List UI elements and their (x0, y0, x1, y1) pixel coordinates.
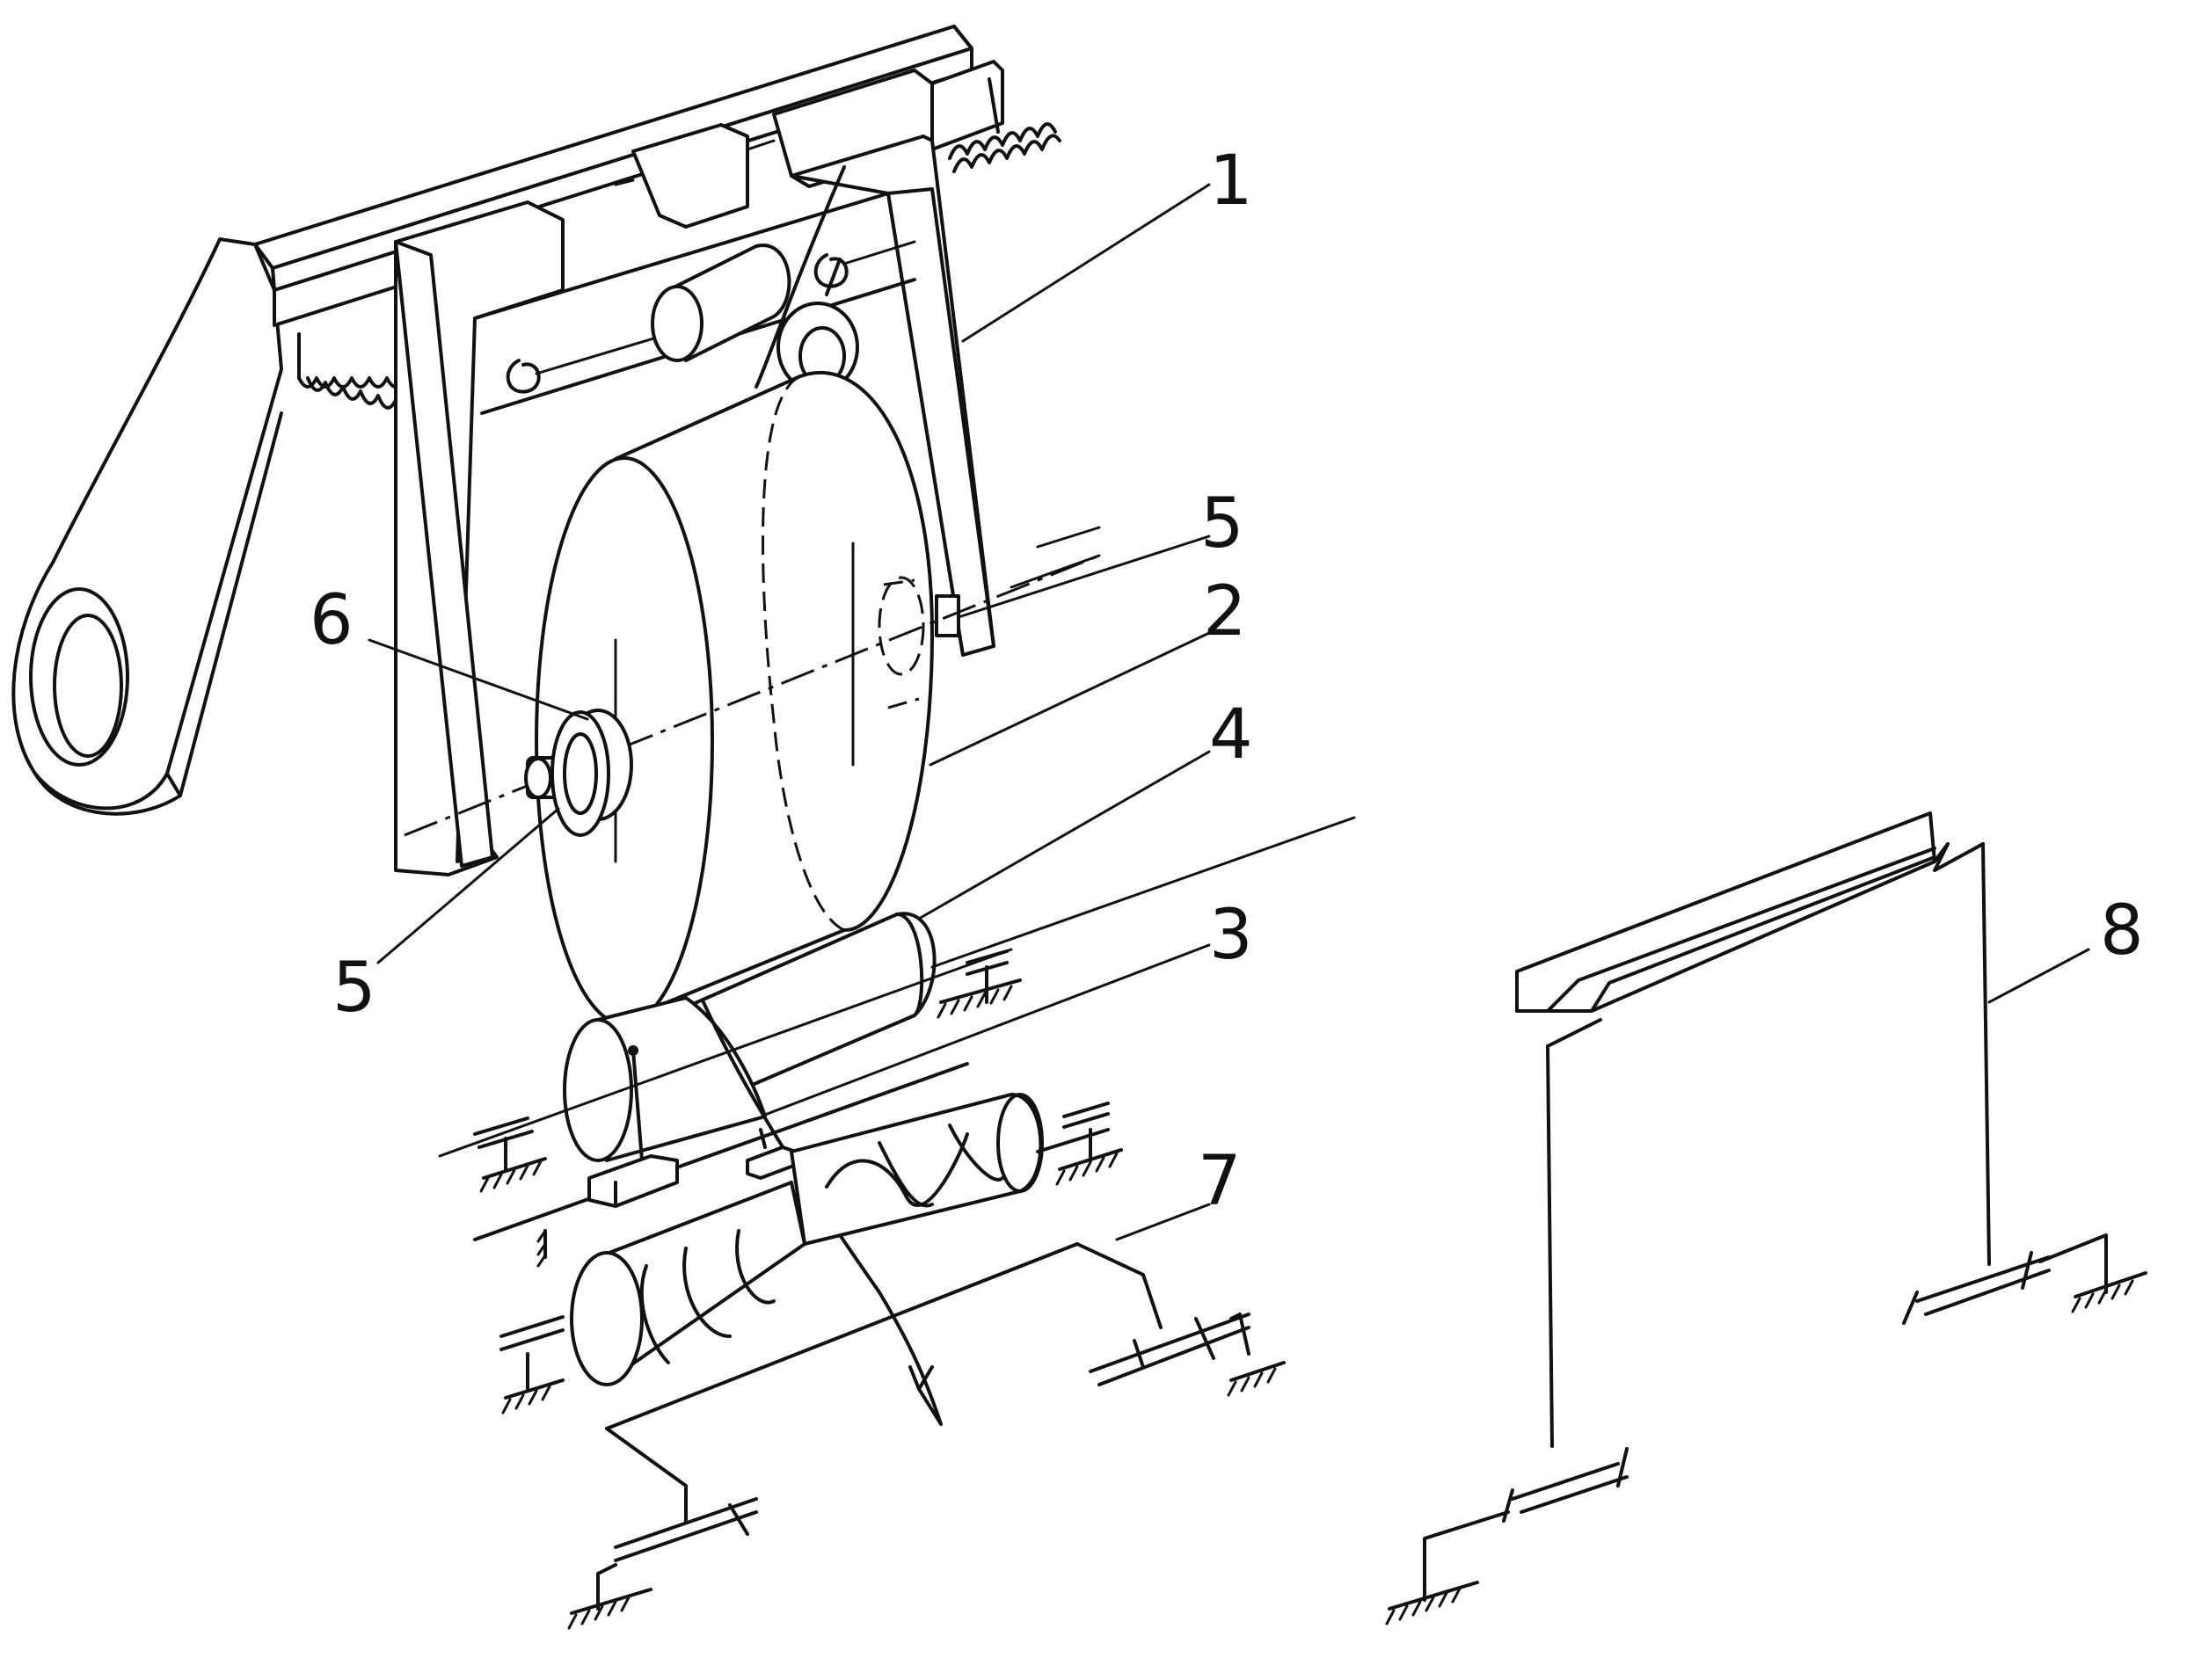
ref-8: 8 (2100, 891, 2144, 971)
ref-4: 4 (1209, 695, 1253, 775)
swing-arm (13, 239, 281, 814)
ref-2: 2 (1203, 572, 1247, 651)
ref-3: 3 (1209, 896, 1253, 975)
ref-7: 7 (1198, 1142, 1242, 1221)
ref-6: 6 (310, 581, 354, 660)
spiral-roll-lower (501, 1182, 805, 1413)
ref-5-upper: 5 (1200, 484, 1244, 564)
ref-5-lower: 5 (332, 949, 376, 1028)
link-cylinder (652, 245, 789, 360)
unit-8 (1387, 813, 2146, 1624)
ref-1: 1 (1209, 142, 1253, 221)
sensor-right (747, 1130, 796, 1178)
spiral-roll-upper (791, 1095, 1121, 1244)
